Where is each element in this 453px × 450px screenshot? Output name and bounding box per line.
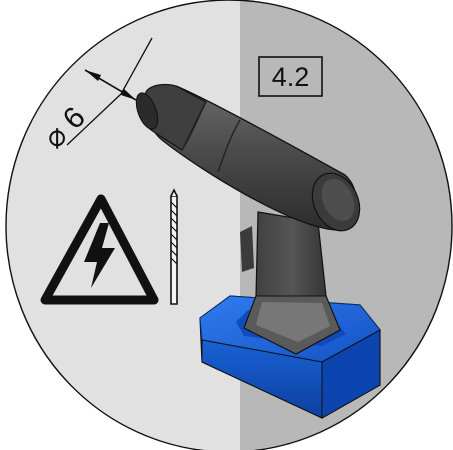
drill-bit-icon — [170, 188, 178, 305]
cordless-drill-icon — [135, 83, 381, 419]
left-panel — [6, 0, 240, 450]
step-number: 4.2 — [272, 62, 310, 92]
frame-circle — [5, 0, 453, 450]
electrical-hazard-warning-icon — [40, 194, 159, 305]
step-number-box: 4.2 — [258, 56, 323, 97]
